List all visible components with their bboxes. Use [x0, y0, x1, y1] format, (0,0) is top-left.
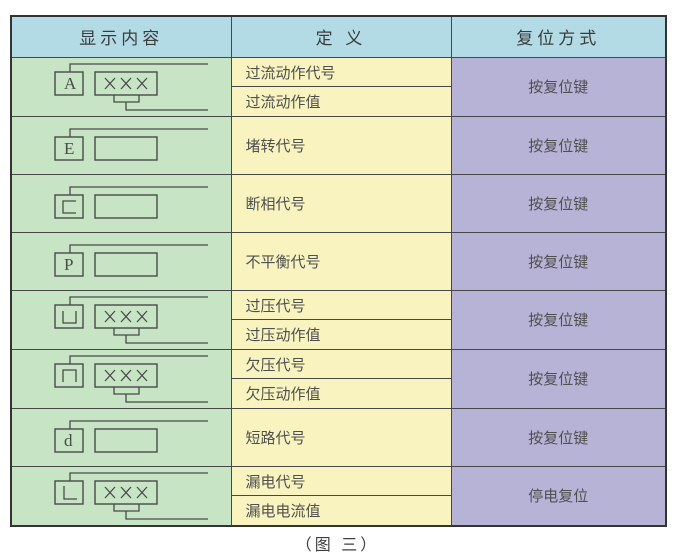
display-icon-phase-loss: [12, 181, 231, 231]
value-lead-bracket: [113, 503, 208, 520]
definition-text: 欠压代号: [231, 350, 451, 379]
letter-P: P: [64, 255, 73, 274]
definition-text: 欠压动作值: [245, 385, 321, 403]
display-icon-undervoltage: [12, 350, 231, 408]
definition-text: 过压动作值: [245, 326, 321, 344]
reset-method-text: 按复位键: [450, 115, 667, 175]
display-icon-overvoltage: [12, 291, 231, 349]
reset-method-text: 按复位键: [450, 173, 667, 233]
header-display-content: 显示内容: [10, 15, 232, 58]
table-row: d 短路代号 按复位键: [10, 407, 667, 467]
table-row: E 堵转代号 按复位键: [10, 115, 667, 175]
reset-method-text: 按复位键: [450, 348, 667, 409]
xxx-marks: [104, 310, 148, 322]
display-icon-overcurrent: A: [12, 58, 231, 116]
definition-text: 堵转代号: [245, 137, 306, 155]
table-header-row: 显示内容 定 义 复位方式: [10, 15, 667, 58]
table-row: 过压代号 过压动作值 按复位键: [10, 289, 667, 350]
definition-text: 短路代号: [245, 429, 306, 447]
display-icon-stall: E: [12, 123, 231, 173]
definition-text: 过流动作值: [245, 93, 321, 111]
value-lead-bracket: [113, 94, 208, 111]
table-row: A 过流动作代号 过流动作值 按复位键: [10, 56, 667, 117]
segment-l-glyph: [63, 485, 77, 500]
reset-method-text: 按复位键: [450, 407, 667, 467]
xxx-marks: [104, 369, 148, 381]
letter-d: d: [64, 431, 73, 450]
definition-text: 断相代号: [245, 195, 306, 213]
header-reset-method: 复位方式: [450, 15, 667, 58]
header-definition: 定 义: [230, 15, 452, 58]
reset-method-text: 按复位键: [450, 231, 667, 291]
table-row: 漏电代号 漏电电流值 停电复位: [10, 465, 667, 526]
letter-A: A: [64, 74, 77, 93]
definition-text: 漏电代号: [231, 467, 451, 496]
xxx-marks: [104, 486, 148, 498]
table-row: P 不平衡代号 按复位键: [10, 231, 667, 291]
table-row: 欠压代号 欠压动作值 按复位键: [10, 348, 667, 409]
display-icon-leakage: [12, 467, 231, 525]
value-lead-bracket: [113, 327, 208, 344]
value-lead-bracket: [113, 386, 208, 403]
table-row: 断相代号 按复位键: [10, 173, 667, 233]
segment-u-glyph: [62, 310, 77, 324]
fault-code-table: 显示内容 定 义 复位方式 A 过流动作代号 过流动作值 按复: [10, 15, 667, 527]
definition-text: 不平衡代号: [245, 253, 321, 271]
display-icon-unbalance: P: [12, 239, 231, 289]
figure-caption: （图 三）: [295, 537, 380, 554]
reset-method-text: 按复位键: [450, 56, 667, 117]
reset-method-text: 按复位键: [450, 289, 667, 350]
letter-E: E: [64, 139, 74, 158]
reset-method-text: 停电复位: [450, 465, 667, 526]
xxx-marks: [104, 77, 148, 89]
definition-text: 过压代号: [231, 291, 451, 320]
definition-text: 过流动作代号: [231, 58, 451, 87]
definition-text: 漏电电流值: [245, 502, 321, 520]
segment-n-glyph: [62, 368, 77, 382]
display-icon-short-circuit: d: [12, 415, 231, 465]
segment-c-glyph: [62, 199, 76, 214]
